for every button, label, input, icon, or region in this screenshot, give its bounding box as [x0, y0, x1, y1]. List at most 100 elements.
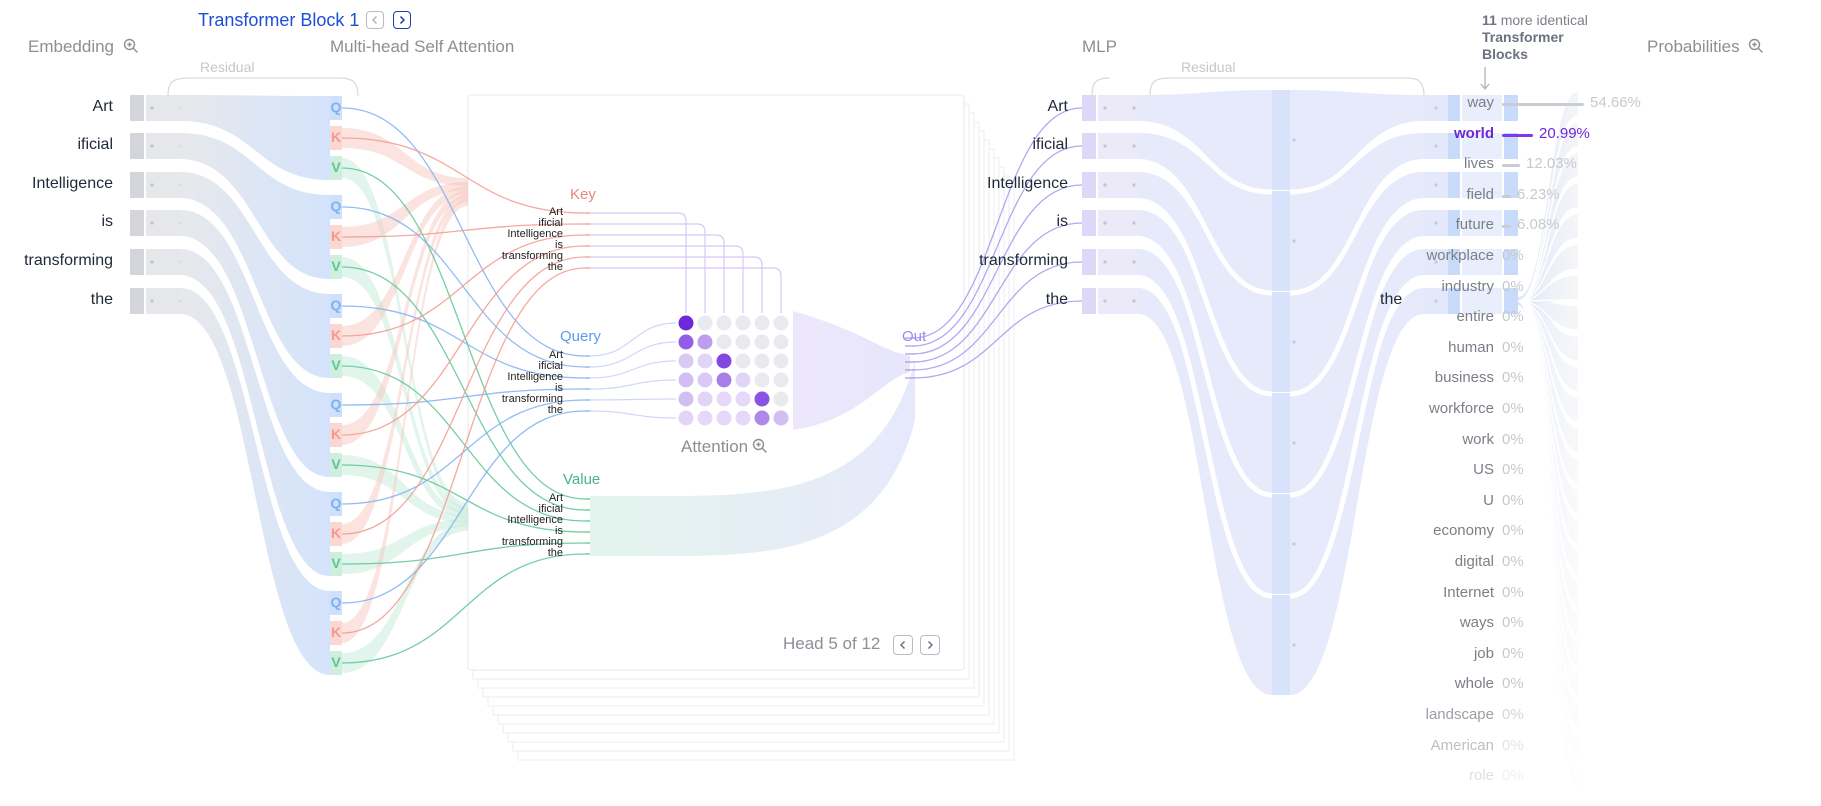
value-token-label: transforming — [501, 536, 563, 548]
residual-label-2: Residual — [1181, 59, 1236, 75]
probability-word: future — [1455, 216, 1494, 234]
out-to-mlp-line — [912, 222, 1083, 363]
attention-weight-dot — [773, 410, 789, 426]
probability-band-gap — [1517, 145, 1579, 302]
query-letter: Q — [330, 594, 342, 610]
zoom-in-icon[interactable] — [1748, 38, 1764, 54]
probability-bar — [1502, 103, 1584, 106]
embedding-token: is — [101, 213, 113, 230]
probability-value: 0% — [1502, 277, 1524, 295]
attention-weight-dot — [754, 391, 770, 407]
query-to-attention-line — [589, 398, 677, 401]
more-blocks-count: 11 — [1482, 12, 1497, 28]
more-blocks-text-b: Transformer — [1482, 29, 1564, 45]
query-vector — [330, 195, 342, 219]
probability-word: US — [1473, 461, 1494, 479]
key-to-attention-line — [590, 245, 744, 313]
key-letter: K — [330, 525, 342, 541]
probability-word: whole — [1454, 675, 1494, 693]
more-blocks-text-a: more identical — [1500, 12, 1588, 28]
value-token-label: is — [555, 525, 563, 537]
embedding-dot — [150, 299, 154, 303]
value-to-out-band — [590, 360, 915, 557]
block-title: Transformer Block 1 — [198, 10, 360, 30]
mlp-dot — [1132, 260, 1136, 264]
query-token-label: Intelligence — [507, 371, 563, 383]
attention-label: Attention — [681, 437, 768, 457]
output-dot — [1434, 144, 1438, 148]
mlp-expand-band — [1138, 90, 1272, 190]
mlp-hidden-dot — [1292, 239, 1296, 243]
final-layer-cell — [1504, 133, 1518, 159]
zoom-in-icon[interactable] — [123, 38, 139, 54]
probability-value: 0% — [1502, 247, 1524, 264]
probability-word: business — [1434, 369, 1494, 387]
attention-weight-dot — [735, 410, 751, 426]
mlp-input-cell — [1082, 95, 1096, 121]
stacked-blocks-cell — [1462, 172, 1502, 198]
attention-weight-dot — [697, 372, 713, 388]
query-line — [341, 107, 586, 357]
attention-title: Multi-head Self Attention — [330, 37, 515, 56]
attention-weight-dot — [716, 353, 732, 369]
block-layer-cell — [1448, 95, 1460, 121]
attention-weight-dot — [754, 334, 770, 350]
key-vector — [330, 126, 342, 150]
query-token-label: is — [555, 382, 563, 394]
probability-band-gap — [1517, 268, 1579, 302]
key-to-attention-line — [590, 256, 763, 313]
mlp-expand-band — [1138, 288, 1272, 695]
mlp-input-cell — [1082, 288, 1096, 314]
probability-value: 0% — [1502, 644, 1524, 662]
probability-row[interactable]: workplace 0% — [1340, 245, 1640, 271]
zoom-in-icon[interactable] — [752, 438, 768, 454]
probability-word: workplace — [1426, 247, 1494, 264]
next-block-button[interactable] — [393, 11, 411, 29]
query-vector — [330, 393, 342, 417]
attention-weight-dot — [735, 315, 751, 331]
mlp-hidden-layer — [1272, 191, 1290, 291]
probability-band-gap — [1517, 237, 1579, 302]
out-to-mlp-line — [912, 261, 1083, 371]
probability-word: lives — [1463, 155, 1494, 173]
value-letter: V — [331, 159, 341, 175]
mlp-dot — [1132, 299, 1136, 303]
query-vector — [330, 591, 342, 615]
block-layer-cell — [1448, 210, 1460, 236]
mlp-token: transforming — [979, 252, 1068, 269]
mlp-hidden-layer — [1272, 494, 1290, 594]
mlp-dot — [1103, 144, 1107, 148]
key-token-label: Art — [548, 206, 563, 218]
residual-label-1: Residual — [200, 59, 255, 75]
prev-block-button[interactable] — [366, 11, 384, 29]
value-flow-band — [342, 356, 468, 519]
next-head-button[interactable] — [920, 635, 940, 655]
value-vector — [330, 552, 342, 576]
stacked-blocks-cell — [1462, 210, 1502, 236]
key-line — [341, 223, 586, 238]
mlp-separator — [1289, 159, 1425, 296]
prev-head-button[interactable] — [893, 635, 913, 655]
